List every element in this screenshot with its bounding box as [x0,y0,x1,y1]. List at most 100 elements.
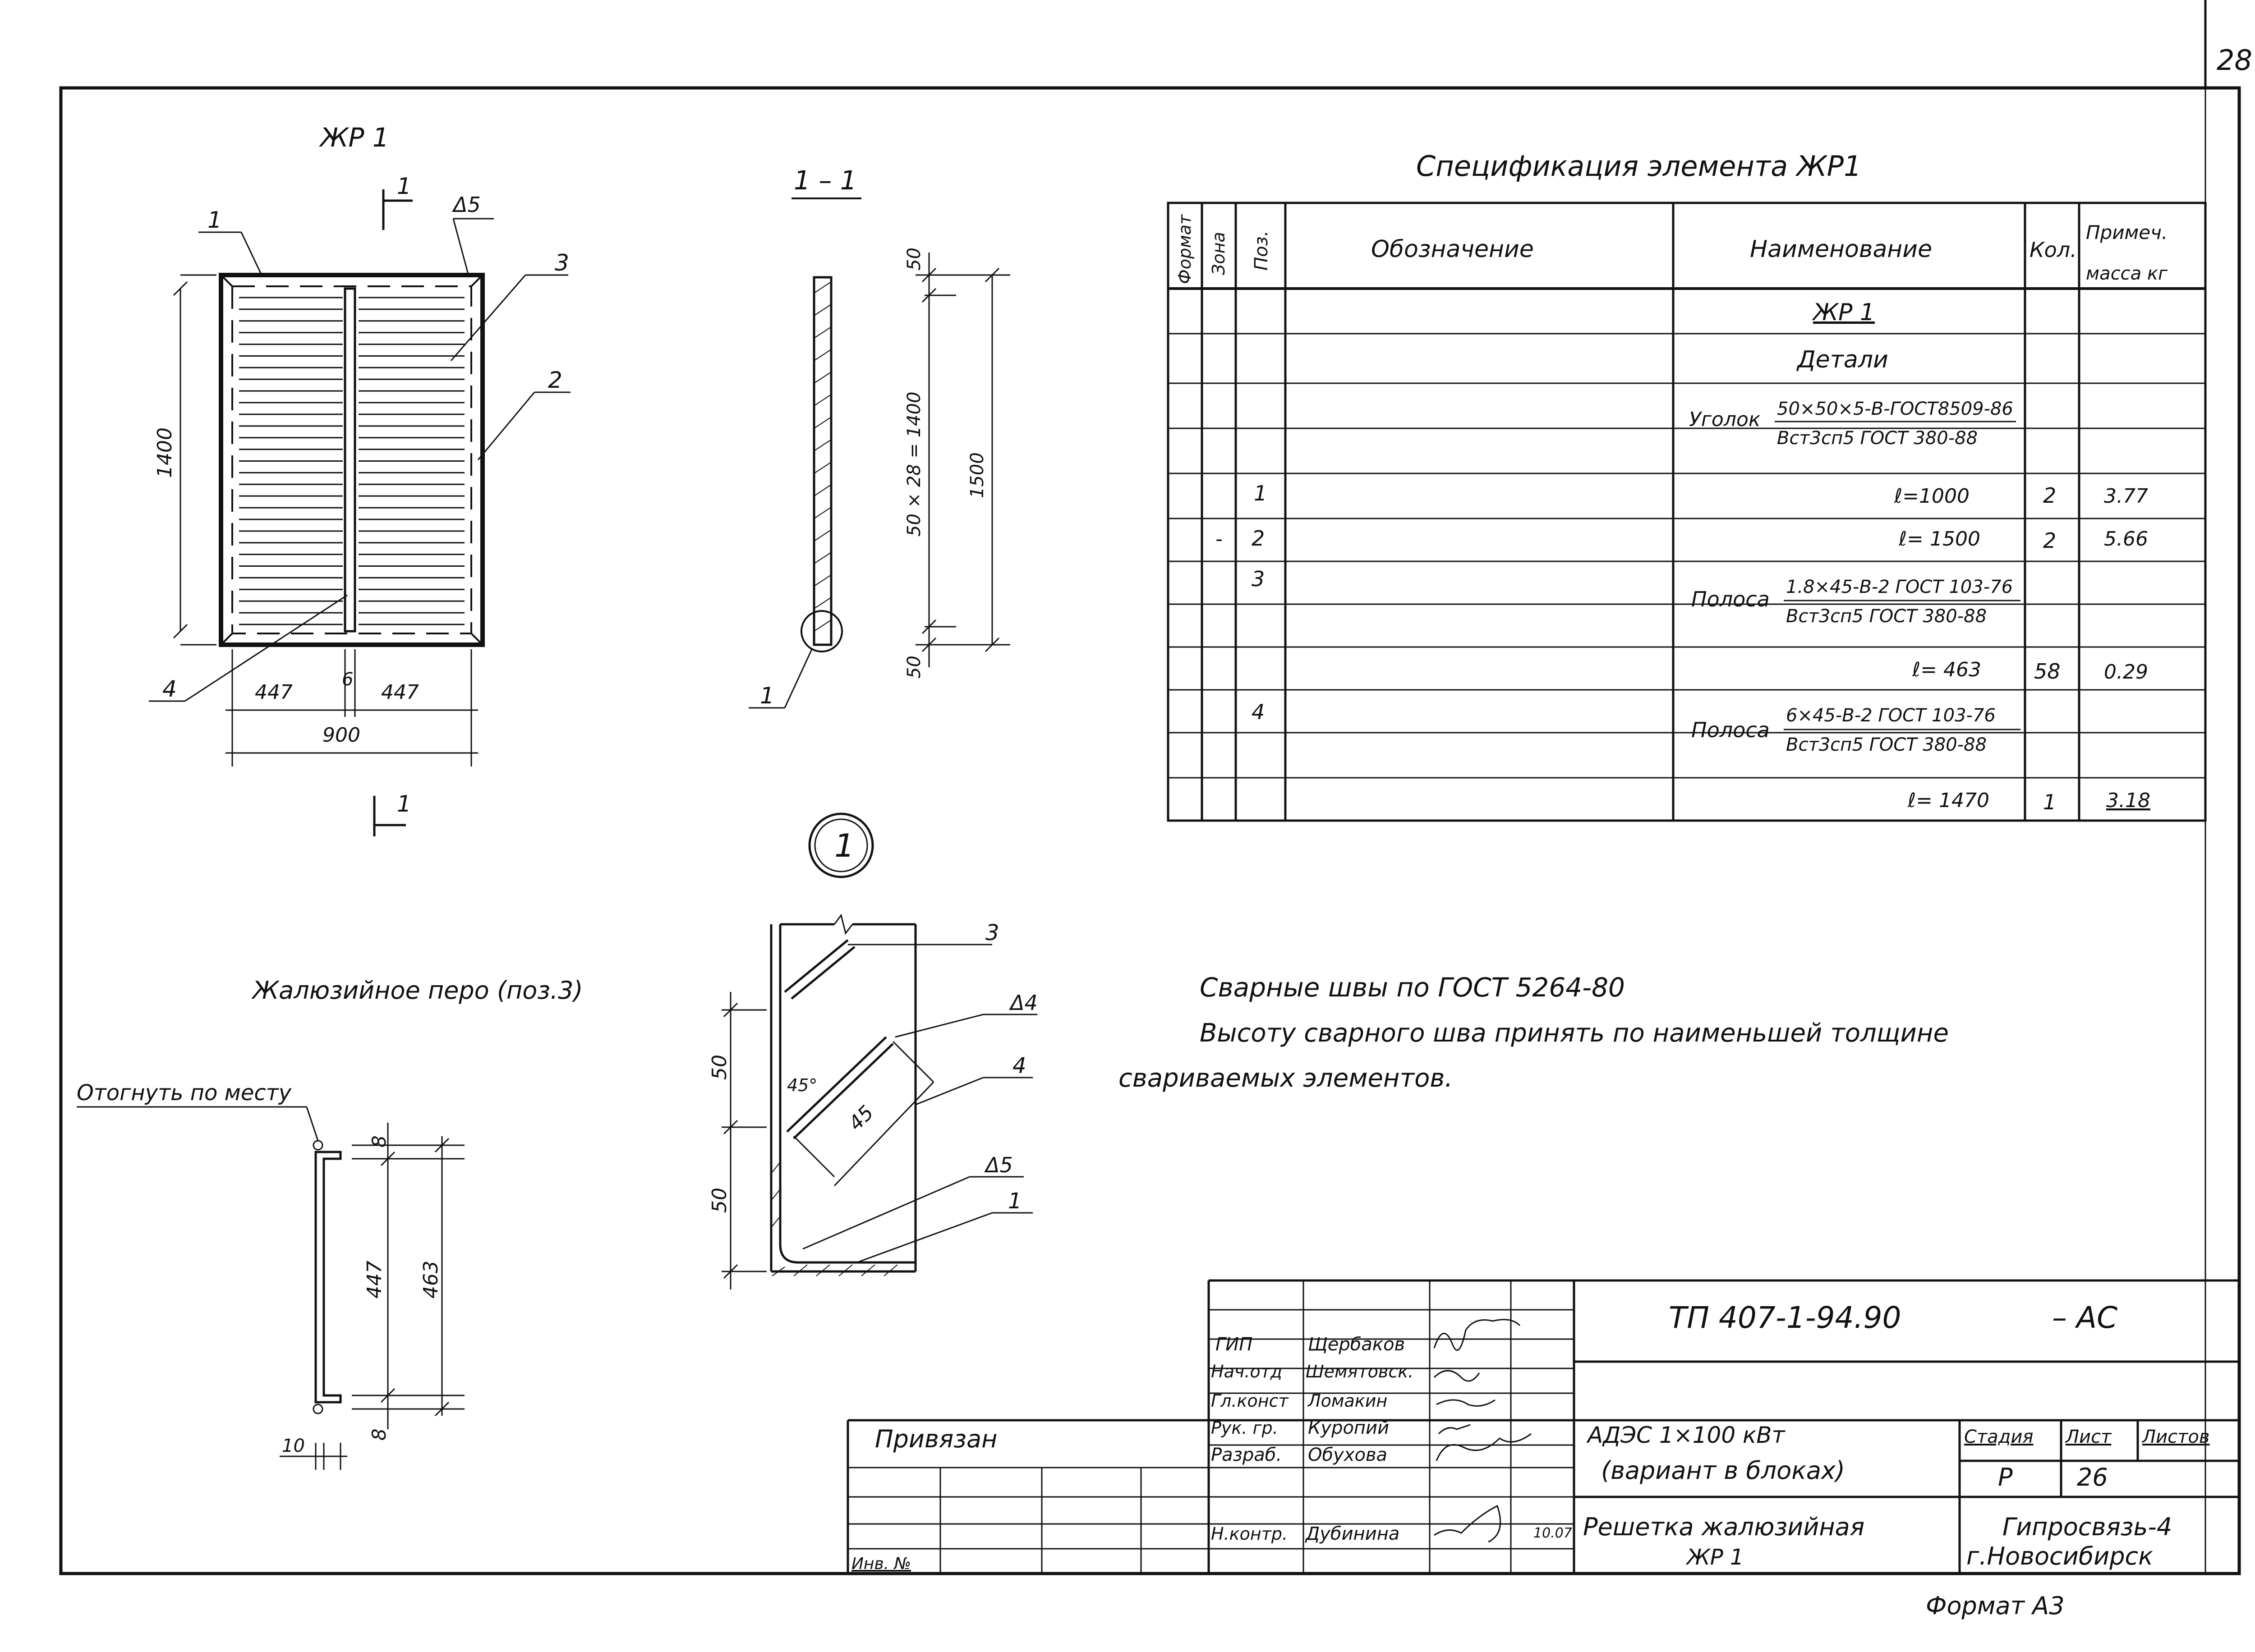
strip2-den: Вст3сп5 ГОСТ 380-88 [1786,734,1987,755]
role-nkontr: Н.контр. [1211,1524,1288,1544]
dim-6: 6 [342,669,353,690]
weld-notes: Сварные швы по ГОСТ 5264-80 Высоту сварн… [1118,972,1949,1093]
strip2-label: Полоса [1691,718,1770,742]
callout-2: 2 [548,367,562,393]
name-gip: Щербаков [1308,1334,1405,1355]
node-weld-d5: Δ5 [984,1153,1013,1177]
section-mark-bottom: 1 [397,791,411,817]
sheet-number: 28 [2217,44,2252,77]
p2-dash: - [1215,528,1223,551]
hdr-designation: Обозначение [1371,236,1534,263]
specification-table: Спецификация элемента ЖР1 Формат Зона [1167,150,2207,822]
p4-qty: 1 [2043,790,2056,814]
strip2-num: 6×45-В-2 ГОСТ 103-76 [1786,705,1996,726]
p2-len: ℓ= 1500 [1898,528,1980,551]
role-glkonst: Гл.конст [1211,1391,1289,1411]
p1-pos: 1 [1254,481,1267,505]
node-dim-50-bottom: 50 [708,1188,731,1213]
blade-dim-8-bottom: 8 [368,1428,390,1441]
blade-dim-8-top: 8 [368,1135,390,1147]
p3-len: ℓ= 463 [1912,658,1981,681]
role-razrab: Разраб. [1211,1445,1282,1465]
note-line-3: свариваемых элементов. [1118,1064,1453,1093]
node-callout-1: 1 [1008,1189,1022,1214]
section-1-1: 1 – 1 1 50 [749,165,1010,709]
dim-900: 900 [322,724,360,747]
spec-title: Спецификация элемента ЖР1 [1416,150,1861,183]
strip1-num: 1.8×45-В-2 ГОСТ 103-76 [1786,577,2013,597]
p3-mass: 0.29 [2104,661,2148,684]
blade-detail: Жалюзийное перо (поз.3) Отогнуть по мест… [77,976,583,1470]
angle-label: Уголок [1689,408,1761,431]
row-jr1: ЖР 1 [1812,299,1875,326]
stage-label: Стадия [1964,1427,2033,1447]
dim-50-bottom: 50 [904,656,925,679]
p4-mass: 3.18 [2106,789,2150,812]
p1-len: ℓ=1000 [1894,485,1970,508]
p4-pos: 4 [1252,700,1265,724]
p3-pos: 3 [1252,567,1265,591]
name-nach: Шемятовск. [1306,1362,1413,1381]
node-1-detail: 1 [708,812,1038,1289]
hdr-pos: Поз. [1251,230,1272,271]
nkontr-date: 10.07 [1533,1525,1572,1541]
row-details: Детали [1796,346,1888,373]
callout-4: 4 [162,676,177,702]
node-callout-4: 4 [1012,1053,1026,1078]
sheet-title-1: Решетка жалюзийная [1583,1513,1864,1541]
role-rukgr: Рук. гр. [1211,1418,1278,1438]
p2-pos: 2 [1252,526,1265,551]
object-line-1: АДЭС 1×100 кВт [1586,1422,1786,1448]
note-line-1: Сварные швы по ГОСТ 5264-80 [1200,972,1625,1003]
blade-title: Жалюзийное перо (поз.3) [251,976,583,1005]
node-weld-d4: Δ4 [1009,991,1038,1015]
hdr-name: Наименование [1750,236,1932,263]
angle-num: 50×50×5-В-ГОСТ8509-86 [1777,399,2013,419]
hdr-format: Формат [1175,214,1195,284]
weld-mark-d5: Δ5 [452,193,481,217]
doc-suffix: – АС [2052,1300,2117,1335]
name-nkontr: Дубинина [1305,1524,1399,1544]
p1-mass: 3.77 [2104,485,2148,508]
hdr-note-top: Примеч. [2086,221,2168,243]
role-gip: ГИП [1215,1334,1252,1355]
p1-qty: 2 [2043,483,2056,508]
sheet-value: 26 [2077,1463,2108,1491]
sheet-title-2: ЖР 1 [1685,1545,1744,1570]
p3-qty: 58 [2034,659,2061,684]
angle-den: Вст3сп5 ГОСТ 380-88 [1777,428,1978,449]
node-callout-3: 3 [985,920,999,945]
callout-3: 3 [555,250,569,276]
p2-mass: 5.66 [2104,528,2148,551]
node-label: 1 [834,827,855,864]
object-line-2: (вариант в блоках) [1601,1456,1845,1485]
name-rukgr: Куропий [1308,1418,1389,1438]
title-block: ТП 407-1-94.90 – АС ГИП Нач.отд Гл.конст… [847,1279,2239,1574]
section-callout-1: 1 [760,683,774,709]
louver-blades [239,297,465,625]
p2-qty: 2 [2043,528,2056,553]
node-dim-50-top: 50 [708,1055,731,1080]
hdr-note-bottom: масса кг [2086,263,2168,284]
bend-note: Отогнуть по месту [77,1080,292,1106]
inv-no-label: Инв. № [851,1555,911,1573]
blade-dim-463: 463 [419,1261,442,1299]
format-label: Формат А3 [1926,1592,2065,1620]
callout-1: 1 [207,207,222,233]
signatures [1433,1319,1532,1543]
org-line-1: Гипросвязь-4 [2002,1513,2172,1541]
p4-len: ℓ= 1470 [1907,789,1989,812]
strip1-label: Полоса [1691,587,1770,611]
stage-value: Р [1998,1463,2013,1491]
role-nach: Нач.отд [1211,1362,1282,1381]
org-line-2: г.Новосибирск [1966,1542,2153,1570]
dim-447-left: 447 [255,681,293,704]
hdr-zone: Зона [1209,232,1229,275]
note-line-2: Высоту сварного шва принять по наименьше… [1200,1019,1949,1048]
dim-50-top: 50 [904,248,925,271]
sheets-label: Листов [2141,1427,2209,1447]
privyazan-label: Привязан [875,1425,997,1453]
section-mark-top: 1 [397,173,411,199]
dim-1500: 1500 [967,452,988,498]
